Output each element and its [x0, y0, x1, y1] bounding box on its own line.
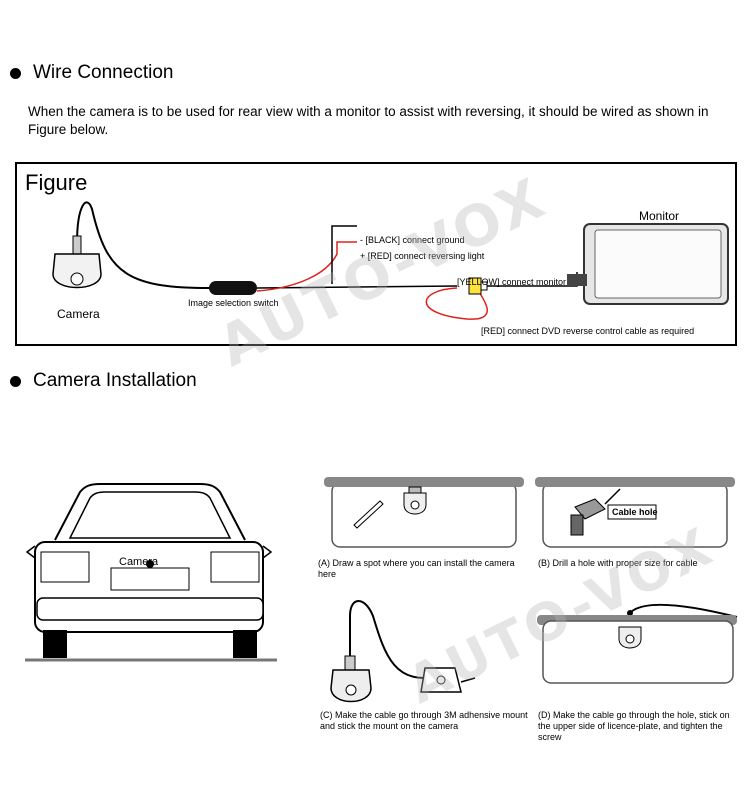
step-a-caption: (A) Draw a spot where you can install th…: [318, 558, 515, 579]
red-wire-label: + [RED] connect reversing light: [360, 251, 485, 261]
section-title-wire-connection: Wire Connection: [10, 62, 173, 84]
intro-text: When the camera is to be used for rear v…: [28, 104, 709, 137]
section-title-text: Camera Installation: [33, 370, 197, 391]
red-power-wire: [256, 241, 357, 292]
monitor-label: Monitor: [639, 209, 680, 223]
red-dvd-wire: [425, 287, 488, 320]
black-wire-label: - [BLACK] connect ground: [360, 235, 465, 245]
camera-cable: [76, 201, 218, 290]
step-c-caption: (C) Make the cable go through 3M adhensi…: [320, 710, 528, 731]
dvd-wire-label: [RED] connect DVD reverse control cable …: [481, 326, 695, 336]
main-cable: [256, 285, 458, 289]
black-ground-wire: [331, 225, 357, 284]
figure-title: Figure: [25, 170, 88, 195]
panel-b-illustration: [535, 477, 735, 548]
image-selection-switch: [209, 281, 257, 295]
step-b-caption: (B) Drill a hole with proper size for ca…: [538, 558, 698, 568]
bullet-icon: [10, 67, 21, 79]
camera-connector: [72, 235, 82, 255]
camera-lens: [70, 272, 84, 286]
monitor-screen: [594, 229, 722, 299]
panel-d-illustration: [537, 603, 738, 684]
bullet-icon: [10, 375, 21, 387]
monitor-mount: [567, 274, 587, 286]
car-camera-label: Camera: [119, 556, 159, 568]
wiring-figure: Figure Camera Monitor - [BLACK] connect …: [15, 162, 737, 346]
camera-label: Camera: [57, 307, 100, 321]
section-title-text: Wire Connection: [33, 62, 174, 83]
switch-label: Image selection switch: [188, 298, 279, 308]
section-title-camera-installation: Camera Installation: [10, 370, 197, 392]
car-rear-illustration: [25, 483, 277, 662]
cable-hole-label: Cable hole: [612, 507, 658, 517]
camera-body: [52, 253, 102, 289]
yellow-wire-label: [YELLOW] connect monitor: [457, 277, 567, 287]
panel-c-illustration: [330, 600, 476, 703]
step-d-caption: (D) Make the cable go through the hole, …: [538, 710, 730, 742]
wiring-diagram: [52, 201, 729, 320]
panel-a-illustration: [324, 477, 524, 548]
